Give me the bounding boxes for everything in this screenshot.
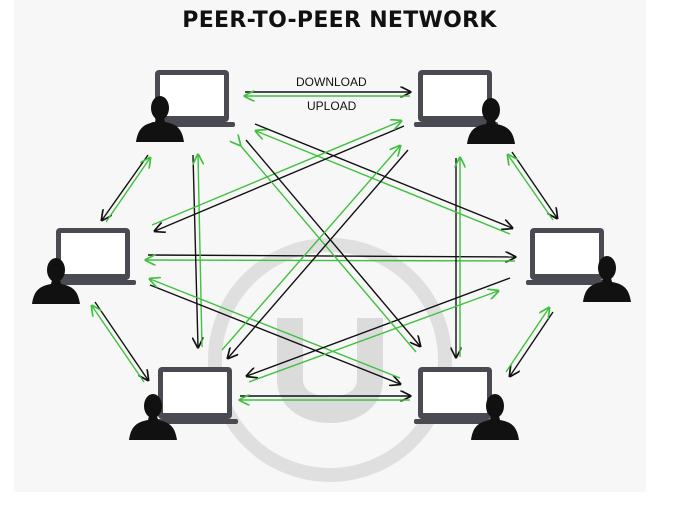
arrow-upload xyxy=(92,306,145,383)
peer-bottom-left xyxy=(129,367,238,440)
arrow-upload xyxy=(151,121,401,226)
upload-label: UPLOAD xyxy=(307,99,357,113)
diagram-title: PEER-TO-PEER NETWORK xyxy=(182,8,497,33)
arrow-download xyxy=(245,139,420,346)
arrow-download xyxy=(149,284,400,384)
u-logo-watermark xyxy=(208,238,452,482)
peer-mid-left xyxy=(32,228,136,304)
peer-top-left xyxy=(136,70,235,142)
arrow-upload xyxy=(198,155,202,348)
peer-mid-right xyxy=(526,228,631,302)
arrow-download xyxy=(94,301,148,380)
arrow-download xyxy=(193,154,198,347)
arrow-upload xyxy=(508,155,554,221)
arrow-download xyxy=(228,149,409,358)
arrow-upload xyxy=(221,146,400,351)
arrow-upload xyxy=(256,131,511,235)
arrow-upload xyxy=(248,291,498,383)
download-label: DOWNLOAD xyxy=(296,75,367,89)
arrow-download xyxy=(510,311,554,376)
arrow-upload xyxy=(240,145,417,353)
arrow-download xyxy=(511,151,557,218)
arrow-download xyxy=(247,277,511,376)
arrow-download xyxy=(155,125,405,231)
arrow-upload xyxy=(505,308,549,373)
arrow-download xyxy=(102,154,149,220)
arrow-upload xyxy=(150,279,401,379)
arrow-download xyxy=(254,123,512,228)
arrow-upload xyxy=(146,260,516,261)
peer-top-right xyxy=(414,70,515,144)
arrow-download xyxy=(147,255,515,257)
connection-arrows xyxy=(92,92,557,400)
arrow-upload xyxy=(105,158,150,223)
